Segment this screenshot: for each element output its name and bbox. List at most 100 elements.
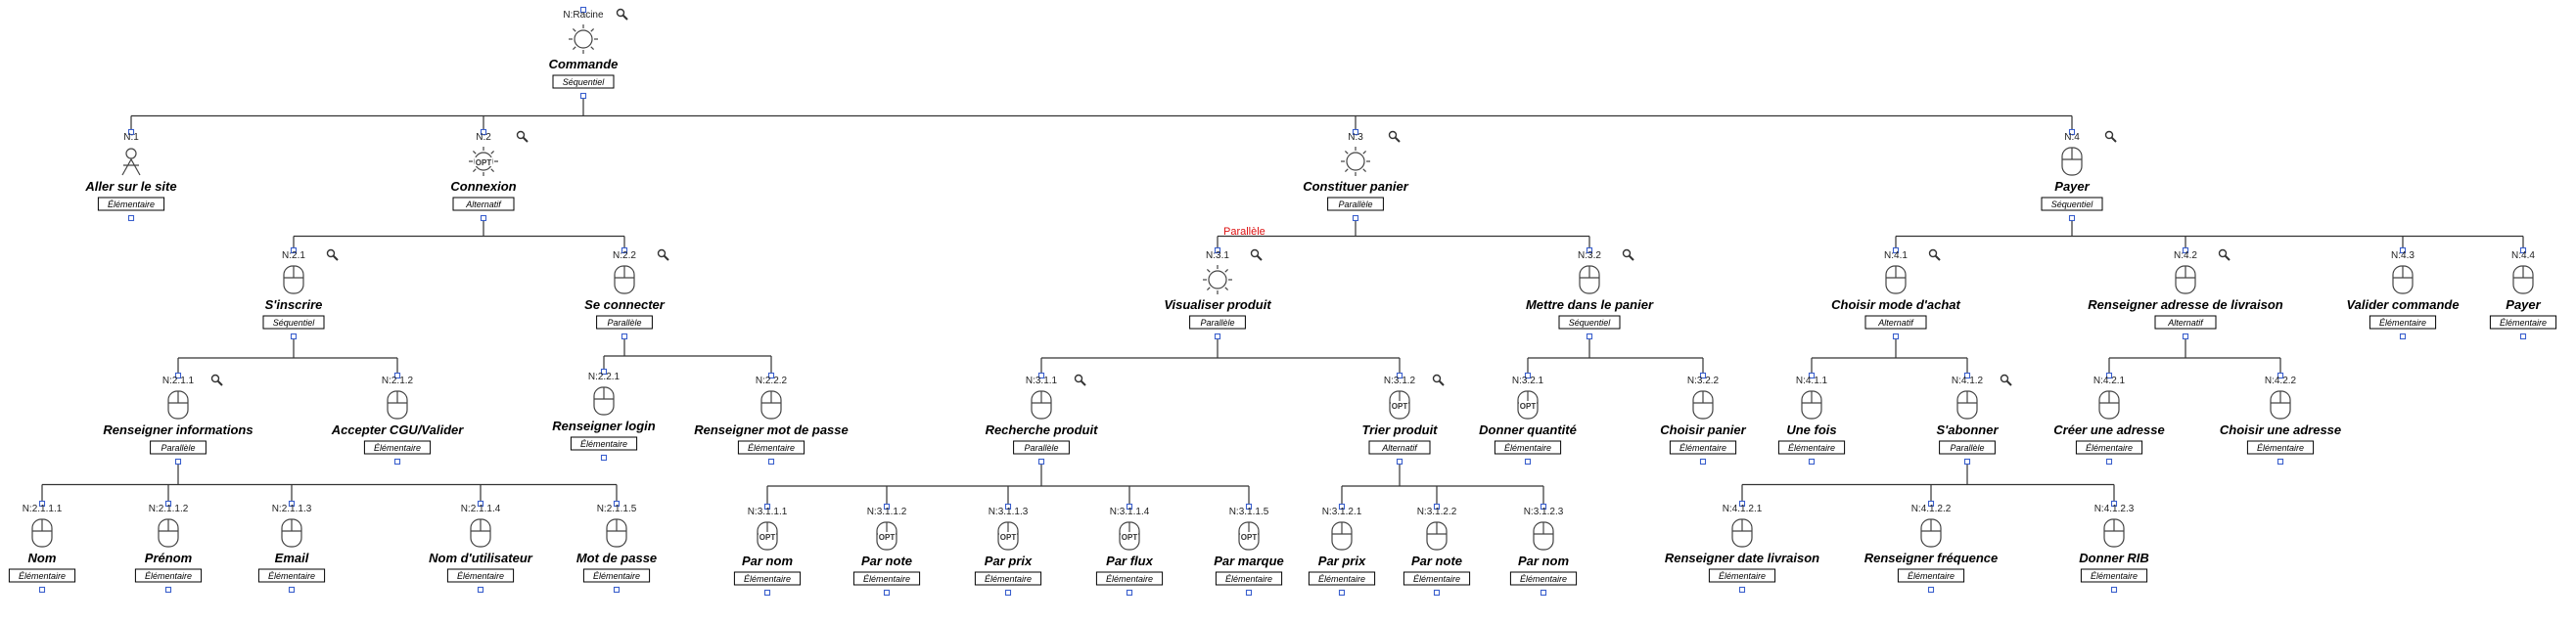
magnifier-icon[interactable]	[326, 248, 339, 261]
magnifier-icon[interactable]	[1388, 130, 1401, 143]
node-title: Payer	[2506, 297, 2541, 312]
node-title: Mot de passe	[576, 551, 657, 565]
magnifier-icon[interactable]	[210, 374, 223, 386]
output-port	[2110, 586, 2118, 594]
node-title: Constituer panier	[1303, 179, 1409, 194]
node-type-label: Séquentiel	[1569, 318, 1612, 328]
optional-marker: OPT	[1122, 533, 1138, 542]
node-type-box	[1095, 571, 1164, 586]
input-port	[1738, 500, 1746, 508]
node-type-box	[1669, 440, 1737, 455]
node-title: Choisir mode d'achat	[1831, 297, 1960, 312]
node-type-label: Élémentaire	[1225, 574, 1272, 584]
node-type-label: Élémentaire	[1106, 574, 1153, 584]
node-type-label: Élémentaire	[268, 571, 315, 581]
output-port	[2182, 333, 2189, 340]
node-type-box	[8, 568, 76, 583]
output-port	[2105, 458, 2113, 466]
node-title: S'abonner	[1936, 422, 1999, 437]
mouse-icon	[1801, 390, 1822, 420]
node-id-label: N:3.1.1.2	[867, 507, 907, 517]
node-id-label: N:2.1	[282, 250, 305, 261]
node-id-label: N:3.1.2.2	[1417, 507, 1457, 517]
node-id-label: N:4.3	[2391, 250, 2415, 261]
magnifier-icon[interactable]	[657, 248, 669, 261]
node-id-label: N:1	[123, 132, 139, 143]
node-id-label: N:3.2	[1578, 250, 1601, 261]
magnifier-icon[interactable]	[2218, 248, 2231, 261]
magnifier-icon[interactable]	[1074, 374, 1086, 386]
magnifier-icon[interactable]	[616, 8, 628, 21]
magnifier-icon[interactable]	[516, 130, 529, 143]
node-id-label: N:4.2.2	[2265, 376, 2297, 386]
node-title: Mettre dans le panier	[1526, 297, 1654, 312]
mouse-icon: OPT	[876, 521, 897, 551]
node-type-box	[1777, 440, 1846, 455]
node-title: Par prix	[1318, 554, 1366, 568]
magnifier-icon[interactable]	[1622, 248, 1634, 261]
node-type-label: Élémentaire	[744, 574, 791, 584]
magnifier-icon[interactable]	[1928, 248, 1941, 261]
abstract-task-icon: OPT	[469, 147, 498, 176]
node-type-box	[1509, 571, 1578, 586]
node-type-label: Séquentiel	[2051, 200, 2094, 209]
mouse-icon	[470, 518, 491, 548]
magnifier-icon[interactable]	[2104, 130, 2117, 143]
mouse-icon	[1426, 521, 1448, 551]
magnifier-icon[interactable]	[1250, 248, 1263, 261]
magnifier-icon[interactable]	[2000, 374, 2012, 386]
mouse-icon	[593, 386, 615, 416]
node-title: S'inscrire	[265, 297, 323, 312]
mouse-icon	[1331, 521, 1353, 551]
input-port	[1808, 372, 1816, 379]
node-type-box	[570, 436, 638, 451]
node-type-box	[1189, 315, 1246, 330]
node-title: Se connecter	[584, 297, 666, 312]
magnifier-icon[interactable]	[1432, 374, 1445, 386]
node-id-label: N:3.1.1.1	[748, 507, 788, 517]
node-title: Accepter CGU/Valider	[331, 422, 465, 437]
input-port	[1540, 503, 1547, 511]
